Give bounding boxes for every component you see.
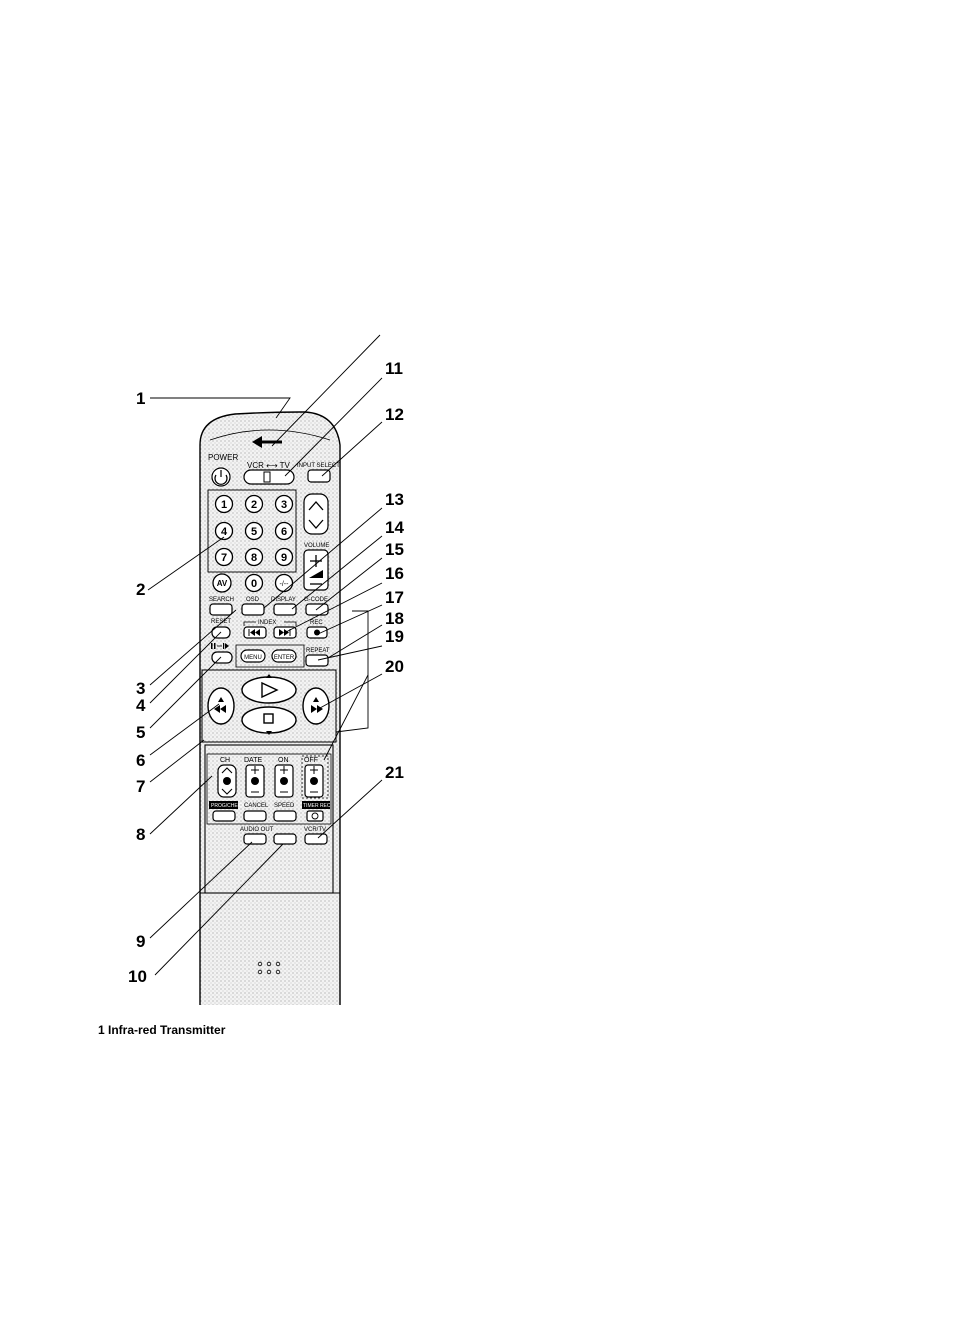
figure-caption: 1 Infra-red Transmitter [98, 1023, 225, 1037]
callout-17: 17 [385, 588, 404, 607]
callout-9: 9 [136, 932, 145, 951]
channel-up-down-button[interactable] [304, 494, 328, 534]
date-label: DATE [244, 757, 262, 764]
search-button[interactable] [210, 604, 232, 615]
callout-12: 12 [385, 405, 404, 424]
on-label: ON [278, 757, 289, 764]
display-label: DISPLAY [271, 597, 296, 603]
callout-6: 6 [136, 751, 145, 770]
callout-1: 1 [136, 389, 145, 408]
callout-4: 4 [136, 696, 146, 715]
audio-out-label: AUDIO OUT [240, 827, 274, 833]
power-button[interactable] [212, 468, 230, 486]
rewind-button[interactable] [208, 688, 234, 724]
svg-text:9: 9 [281, 552, 287, 564]
digit-button-5[interactable]: 5 [246, 523, 263, 540]
fast-forward-button[interactable] [303, 688, 329, 724]
callout-13: 13 [385, 490, 404, 509]
timer-rec-label: TIMER REC [303, 803, 331, 809]
callout-14: 14 [385, 518, 404, 537]
callout-19: 19 [385, 627, 404, 646]
ch-label: CH [220, 757, 230, 764]
svg-text:1: 1 [221, 499, 227, 511]
digit-button-8[interactable]: 8 [246, 549, 263, 566]
osd-label: OSD [246, 597, 260, 603]
callout-18: 18 [385, 609, 404, 628]
callout-8: 8 [136, 825, 145, 844]
svg-text:4: 4 [221, 526, 228, 538]
volume-label: VOLUME [304, 543, 329, 549]
callout-16: 16 [385, 564, 404, 583]
callout-2: 2 [136, 580, 145, 599]
digit-button-4[interactable]: 4 [216, 523, 233, 540]
callout-10: 10 [128, 967, 147, 986]
index-label: INDEX [258, 620, 276, 626]
callout-5: 5 [136, 723, 145, 742]
repeat-button[interactable] [306, 655, 328, 666]
svg-text:-/--: -/-- [280, 581, 290, 588]
digit-button-9[interactable]: 9 [276, 549, 293, 566]
repeat-label: REPEAT [306, 648, 330, 654]
svg-text:ENTER: ENTER [274, 655, 295, 661]
dash-button[interactable]: -/-- [276, 575, 293, 592]
svg-text:MENU: MENU [244, 655, 262, 661]
callout-11: 11 [385, 359, 403, 378]
vcr-tv-label: VCR ⟷ TV [247, 461, 291, 470]
callout-15: 15 [385, 540, 404, 559]
rec-button[interactable] [307, 627, 327, 638]
timer-date-rocker[interactable] [246, 765, 264, 797]
enter-button[interactable]: ENTER [272, 650, 296, 662]
svg-text:2: 2 [251, 499, 257, 511]
prog-check-button[interactable] [213, 811, 235, 821]
menu-button[interactable]: MENU [241, 650, 265, 662]
index-previous-button[interactable] [244, 627, 266, 638]
av-button[interactable]: AV [213, 574, 231, 592]
svg-text:7: 7 [221, 552, 227, 564]
speed-label: SPEED [274, 803, 295, 809]
search-label: SEARCH [209, 597, 234, 603]
audio-out-button[interactable] [244, 834, 266, 844]
vcr-tv-switch[interactable] [244, 470, 294, 484]
off-label: OFF [304, 757, 318, 764]
timer-ch-rocker[interactable] [218, 765, 236, 797]
digit-button-3[interactable]: 3 [276, 496, 293, 513]
svg-text:3: 3 [281, 499, 287, 511]
timer-off-rocker[interactable] [305, 765, 323, 797]
svg-text:0: 0 [251, 578, 257, 590]
power-label: POWER [208, 453, 238, 462]
timer-on-rocker[interactable] [275, 765, 293, 797]
callout-7: 7 [136, 777, 145, 796]
svg-text:6: 6 [281, 526, 287, 538]
digit-button-7[interactable]: 7 [216, 549, 233, 566]
vcr-tv-mode-button[interactable] [305, 834, 327, 844]
vcr-tv2-label: VCR/TV [304, 827, 326, 833]
svg-text:5: 5 [251, 526, 257, 538]
display-button[interactable] [274, 604, 296, 615]
osd-button[interactable] [242, 604, 264, 615]
digit-button-0[interactable]: 0 [246, 575, 263, 592]
svg-text:AV: AV [217, 579, 228, 588]
unlabeled-button[interactable] [274, 834, 296, 844]
rec-label: REC [310, 620, 323, 626]
callout-21: 21 [385, 763, 404, 782]
pause-still-button[interactable] [212, 652, 232, 663]
cancel-button[interactable] [244, 811, 266, 821]
gcode-label: G-CODE [304, 597, 328, 603]
cancel-label: CANCEL [244, 803, 269, 809]
digit-button-6[interactable]: 6 [276, 523, 293, 540]
speed-button[interactable] [274, 811, 296, 821]
digit-button-1[interactable]: 1 [216, 496, 233, 513]
svg-text:8: 8 [251, 552, 257, 564]
callout-20: 20 [385, 657, 404, 676]
timer-rec-button[interactable] [307, 811, 323, 821]
reset-label: RESET [211, 619, 231, 625]
digit-button-2[interactable]: 2 [246, 496, 263, 513]
volume-button[interactable] [304, 550, 328, 590]
prog-check-label: PROG/CHECK [211, 803, 245, 809]
